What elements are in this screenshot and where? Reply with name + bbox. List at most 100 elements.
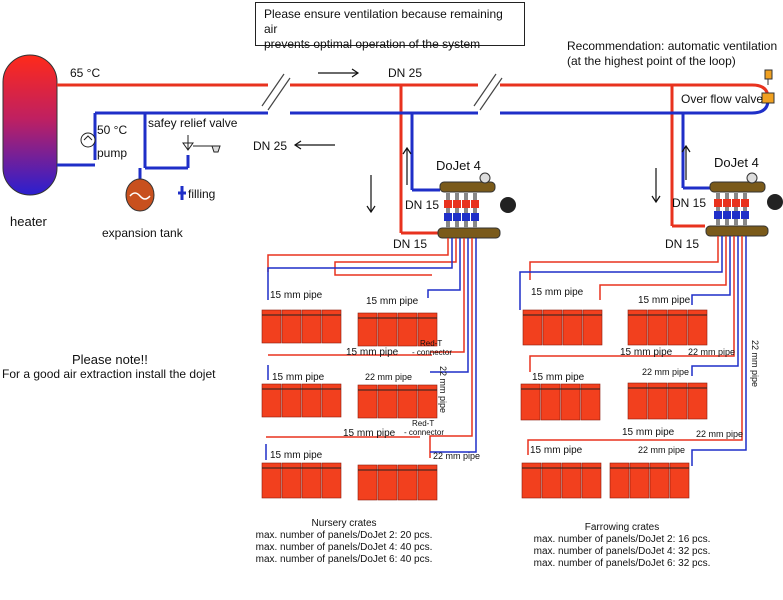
farrowing-crates-block: Farrowing crates max. number of panels/D… xyxy=(522,522,722,570)
pipe-break-left xyxy=(261,73,291,111)
farrowing-pipe-label-22: 22 mm pipe xyxy=(642,367,690,377)
nursery-pipe-label: 15 mm pipe xyxy=(272,372,325,383)
nursery-pipe-label: 15 mm pipe xyxy=(346,347,399,358)
dojet-manifold-right xyxy=(705,172,783,237)
farrowing-pipe-label: 15 mm pipe xyxy=(620,347,673,358)
farrowing-pipe-label-22: 22 mm pipe xyxy=(638,445,686,455)
radiant-panel xyxy=(301,309,322,344)
ventilation-notice: Please ensure ventilation because remain… xyxy=(255,2,525,51)
vertical-pipe-label-right: 22 mm pipe xyxy=(750,340,760,388)
radiant-panel xyxy=(520,383,541,421)
nursery-return-pipes xyxy=(265,238,477,460)
recommendation-line-2: (at the highest point of the loop) xyxy=(567,54,736,68)
radiant-panel xyxy=(580,383,601,421)
overflow-valve-label: Over flow valve xyxy=(681,92,764,106)
radiant-panel xyxy=(281,383,302,418)
nursery-pipe-label-22: 22 mm pipe xyxy=(365,372,413,382)
farrowing-pipe-label: 15 mm pipe xyxy=(622,427,675,438)
overflow-valve-icon xyxy=(761,69,775,104)
radiant-panel xyxy=(377,384,398,419)
heater-tank xyxy=(2,54,58,196)
radiant-panel xyxy=(261,383,282,418)
nursery-pipe-label: 15 mm pipe xyxy=(366,296,419,307)
farrowing-pipe-label: 15 mm pipe xyxy=(532,372,585,383)
radiant-panel xyxy=(417,312,438,347)
farrowing-line-2: max. number of panels/DoJet 4: 32 pcs. xyxy=(533,546,711,557)
notice-line-1: Please ensure ventilation because remain… xyxy=(264,7,503,36)
radiant-panel xyxy=(417,464,438,501)
dojet-right-label: DoJet 4 xyxy=(714,155,759,170)
radiant-panel xyxy=(561,462,582,499)
notice-line-2: prevents optimal operation of the system xyxy=(264,37,481,51)
nursery-line-1: max. number of panels/DoJet 2: 20 pcs. xyxy=(255,530,433,541)
connector-label: - connector xyxy=(404,428,445,437)
radiant-panel xyxy=(357,312,378,347)
radiant-panel xyxy=(562,309,583,346)
relief-valve-label: safey relief valve xyxy=(148,116,238,130)
radiant-panel xyxy=(281,309,302,344)
radiant-panel xyxy=(609,462,630,499)
farrowing-return-pipes xyxy=(519,236,747,466)
vertical-pipe-label-left: 22 mm pipe xyxy=(438,366,448,414)
radiant-panel xyxy=(417,384,438,419)
nursery-line-3: max. number of panels/DoJet 6: 40 pcs. xyxy=(255,554,433,565)
nursery-pipe-label: 15 mm pipe xyxy=(343,428,396,439)
radiant-panel xyxy=(560,383,581,421)
radiant-panel xyxy=(397,312,418,347)
radiant-panel xyxy=(321,383,342,418)
radiant-panel xyxy=(542,309,563,346)
farrowing-pipe-label-22: 22 mm pipe xyxy=(688,347,736,357)
farrowing-pipe-label: 15 mm pipe xyxy=(638,295,691,306)
radiant-panel xyxy=(301,383,322,418)
radiant-panel xyxy=(377,312,398,347)
radiant-panel xyxy=(629,462,650,499)
supply-temp-label: 65 °C xyxy=(70,66,101,80)
return-main-line xyxy=(57,99,770,200)
radiant-panel xyxy=(357,464,378,501)
farrowing-pipe-label: 15 mm pipe xyxy=(531,287,584,298)
radiant-panel xyxy=(647,309,668,346)
radiant-panel xyxy=(581,462,602,499)
expansion-tank-label: expansion tank xyxy=(102,226,183,240)
radiant-panel xyxy=(647,382,668,420)
red-t-label: Red-T xyxy=(412,419,435,428)
please-note-title: Please note!! xyxy=(72,352,148,367)
radiant-panel xyxy=(667,382,688,420)
radiant-panel xyxy=(667,309,688,346)
radiant-panel xyxy=(261,309,282,344)
radiant-panel xyxy=(687,382,708,420)
radiant-panel xyxy=(281,462,302,499)
radiant-panel xyxy=(582,309,603,346)
radiant-panel xyxy=(357,384,378,419)
dn15-right-upper: DN 15 xyxy=(672,196,707,210)
farrowing-line-3: max. number of panels/DoJet 6: 32 pcs. xyxy=(533,558,711,569)
radiant-panel xyxy=(687,309,708,346)
relief-valve-icon xyxy=(182,135,221,153)
pump-label: pump xyxy=(97,146,128,160)
radiant-panel xyxy=(397,464,418,501)
red-t-label: Red-T xyxy=(420,339,443,348)
dn15-left-lower: DN 15 xyxy=(393,237,428,251)
radiant-panel xyxy=(669,462,690,499)
radiant-panel xyxy=(321,309,342,344)
radiant-panel xyxy=(321,462,342,499)
radiant-panels xyxy=(261,309,708,501)
recommendation-line-1: Recommendation: automatic ventilation xyxy=(567,39,778,53)
dn25-top-label: DN 25 xyxy=(388,66,423,80)
air-vent-icon xyxy=(764,69,773,80)
radiant-panel xyxy=(397,384,418,419)
pipe-break-right xyxy=(473,73,503,111)
filling-label: filling xyxy=(188,187,216,201)
radiant-panel xyxy=(301,462,322,499)
nursery-supply-pipes xyxy=(266,238,473,458)
dn15-right-lower: DN 15 xyxy=(665,237,700,251)
radiant-panel xyxy=(540,383,561,421)
dojet-manifold-left xyxy=(437,172,516,239)
radiant-panel xyxy=(521,462,542,499)
please-note-text: For a good air extraction install the do… xyxy=(2,367,216,381)
heater-label: heater xyxy=(10,214,47,229)
nursery-pipe-label: 15 mm pipe xyxy=(270,450,323,461)
pump-arrow-icon xyxy=(83,135,93,141)
radiant-panel xyxy=(649,462,670,499)
